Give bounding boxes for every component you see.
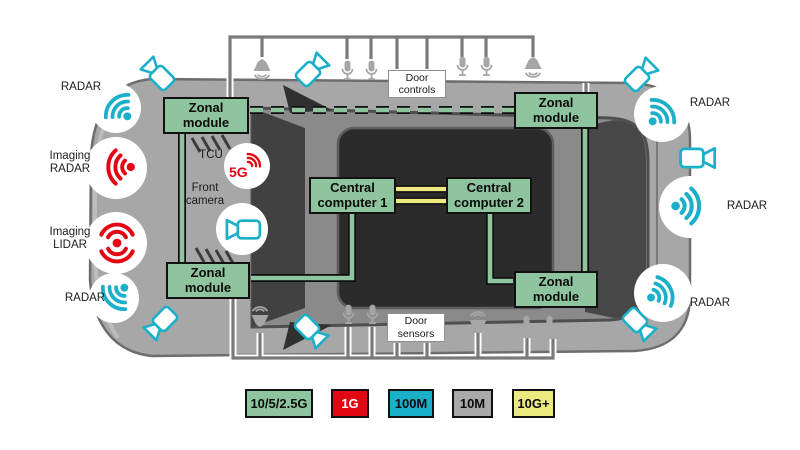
- mic-icon: [341, 59, 354, 80]
- imaging-lidar-label: Imaging LIDAR: [49, 226, 91, 251]
- mic-icon: [366, 303, 379, 324]
- imaging-radar-icon: [106, 148, 137, 186]
- zonal-module-rear-right: Zonal module: [514, 271, 598, 308]
- mic-icon: [480, 55, 493, 76]
- zonal-module-front-right: Zonal module: [166, 262, 250, 299]
- mic-icon: [342, 303, 355, 324]
- mic-icon: [456, 55, 469, 76]
- halo: [224, 143, 270, 189]
- speaker-icon: [523, 56, 543, 78]
- radar-label-front-left-2: RADAR: [64, 292, 106, 304]
- legend-100m: 100M: [388, 389, 434, 418]
- imaging-radar-label: Imaging RADAR: [49, 150, 91, 175]
- door-controls-label: Door controls: [388, 70, 446, 98]
- mic-icon: [365, 59, 378, 80]
- mic-icon: [520, 314, 533, 335]
- speaker-icon: [468, 311, 488, 333]
- radar-label-rear-right: RADAR: [689, 297, 731, 309]
- speaker-icon: [252, 58, 272, 80]
- camera-icon-right: [679, 146, 717, 170]
- central-computer-2: Central computer 2: [446, 177, 532, 214]
- radar-icon-right: [666, 182, 714, 230]
- radar-label-front-left: RADAR: [60, 81, 102, 93]
- front-camera-label: Front camera: [185, 182, 225, 207]
- central-computer-1: Central computer 1: [309, 177, 396, 214]
- legend-10g-plus: 10G+: [512, 389, 555, 418]
- legend-10-5-2-5g: 10/5/2.5G: [245, 389, 313, 418]
- tcu-label: TCU: [199, 149, 223, 161]
- mic-icon: [543, 314, 556, 335]
- radar-label-rear-left: RADAR: [689, 97, 731, 109]
- front-camera-icon: [225, 218, 262, 241]
- legend-10m: 10M: [452, 389, 493, 418]
- halo: [634, 86, 690, 142]
- halo: [634, 264, 692, 322]
- zonal-module-front-left: Zonal module: [163, 97, 249, 134]
- speaker-icon: [250, 306, 270, 328]
- door-sensors-label: Door sensors: [387, 313, 445, 342]
- legend-1g: 1G: [331, 389, 369, 418]
- radar-label-right: RADAR: [726, 200, 768, 212]
- zonal-module-rear-left: Zonal module: [514, 92, 598, 129]
- imaging-lidar-icon: [99, 222, 135, 264]
- tcu-5g-icon: 5G: [224, 143, 270, 189]
